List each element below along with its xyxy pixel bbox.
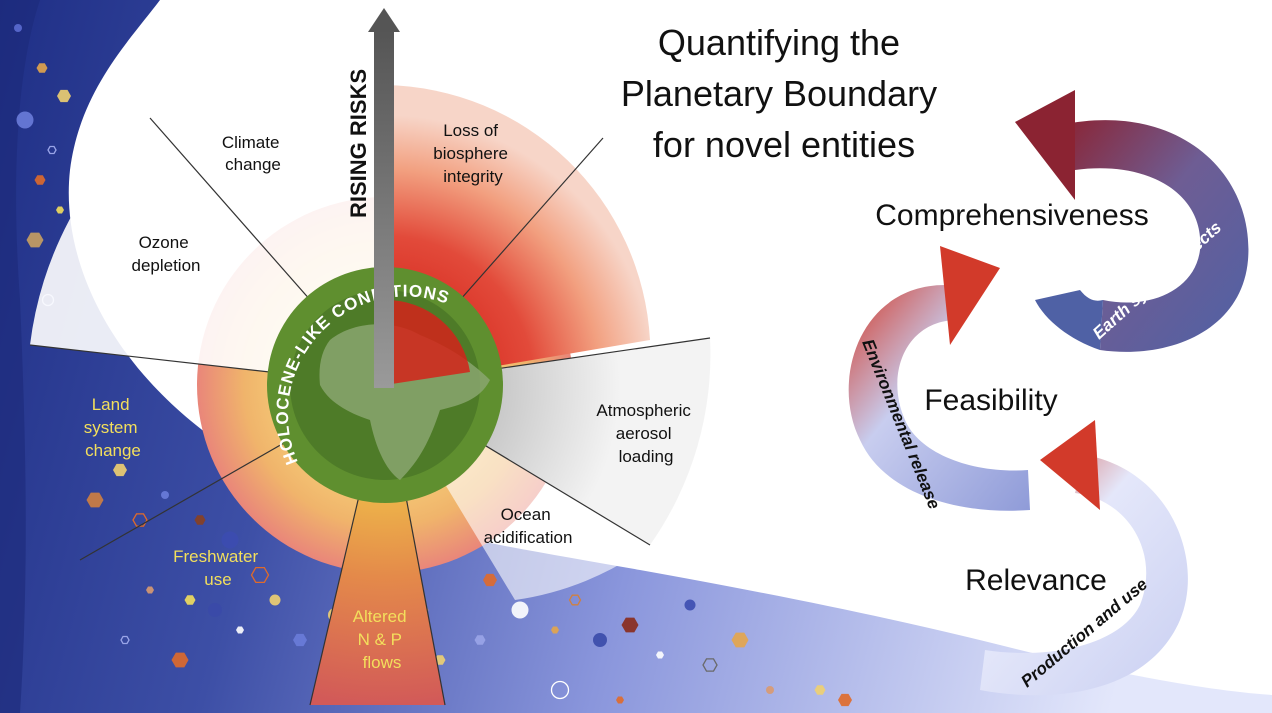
risk-arrow-shaft xyxy=(374,30,394,388)
particle xyxy=(511,601,529,619)
title-line-1: Quantifying the xyxy=(658,22,900,63)
freshwater-line-1: Freshwater xyxy=(173,547,258,566)
nitrogen-line-2: N & P xyxy=(358,630,402,649)
wedge-nitrogen xyxy=(310,385,445,705)
label-comprehensiveness: Comprehensiveness xyxy=(875,199,1148,232)
particle xyxy=(568,594,582,606)
label-relevance: Relevance xyxy=(965,564,1107,597)
risk-arrow-text: RISING RISKS xyxy=(346,69,371,218)
particle xyxy=(838,693,852,707)
arc-earth-system xyxy=(1060,120,1249,352)
particle xyxy=(702,658,718,672)
label-feasibility: Feasibility xyxy=(924,384,1057,417)
label-land: Land system change xyxy=(84,395,143,460)
particle xyxy=(616,696,624,704)
particle xyxy=(236,626,244,634)
particle xyxy=(194,515,206,525)
band-left-edge xyxy=(0,0,40,713)
aerosol-line-1: Atmospheric xyxy=(596,401,691,420)
label-aerosol: Atmospheric aerosol loading xyxy=(596,401,695,466)
climate-line-1: Climate xyxy=(222,133,280,152)
arc-production xyxy=(980,455,1188,696)
particle xyxy=(766,686,774,694)
title-line-2: Planetary Boundary xyxy=(621,73,937,114)
arc-earth-head xyxy=(1015,90,1075,200)
particle xyxy=(161,491,169,499)
title-line-3: for novel entities xyxy=(653,124,915,165)
particle xyxy=(551,626,559,634)
particle xyxy=(814,685,826,695)
land-line-2: system xyxy=(84,418,138,437)
diagram-title: Quantifying the Planetary Boundary for n… xyxy=(621,22,947,165)
biosphere-line-3: integrity xyxy=(443,167,503,186)
particle xyxy=(36,63,48,73)
particle xyxy=(550,680,570,700)
aerosol-line-3: loading xyxy=(619,447,674,466)
climate-line-2: change xyxy=(225,155,281,174)
biosphere-line-1: Loss of xyxy=(443,121,498,140)
particle xyxy=(120,635,130,645)
particle xyxy=(250,566,270,584)
ocean-line-1: Ocean xyxy=(501,505,551,524)
particle xyxy=(56,206,64,214)
particle xyxy=(171,652,189,668)
particle xyxy=(16,111,34,129)
arc-production-head xyxy=(1040,420,1100,510)
biosphere-line-2: biosphere xyxy=(433,144,508,163)
nitrogen-line-1: Altered xyxy=(353,607,407,626)
arc-environmental-head xyxy=(940,246,1000,345)
particle xyxy=(293,633,307,647)
particle xyxy=(593,633,607,647)
label-biosphere: Loss of biosphere integrity xyxy=(433,121,512,186)
particle xyxy=(113,463,127,477)
particle xyxy=(656,651,664,659)
label-ozone: Ozone depletion xyxy=(131,233,200,275)
particle xyxy=(86,492,104,508)
label-ocean: Ocean acidification xyxy=(484,505,573,547)
arc-environmental xyxy=(848,285,1030,511)
particle xyxy=(14,24,22,32)
label-freshwater: Freshwater use xyxy=(173,547,263,589)
particle xyxy=(57,89,71,103)
particle xyxy=(474,635,486,645)
particle xyxy=(621,617,639,633)
particle xyxy=(47,145,57,155)
ozone-line-2: depletion xyxy=(131,256,200,275)
biosphere-core xyxy=(385,299,470,385)
freshwater-line-2: use xyxy=(204,570,231,589)
risk-arrow-head xyxy=(368,8,400,32)
ozone-line-1: Ozone xyxy=(139,233,189,252)
label-nitrogen: Altered N & P flows xyxy=(353,607,412,672)
particle xyxy=(221,531,239,549)
nitrogen-line-3: flows xyxy=(363,653,402,672)
particle xyxy=(269,594,281,606)
particle xyxy=(208,603,222,617)
risk-arrow-label: RISING RISKS xyxy=(346,69,371,218)
particle xyxy=(184,595,196,605)
aerosol-line-2: aerosol xyxy=(616,424,672,443)
particle xyxy=(26,232,44,248)
particle xyxy=(71,168,85,182)
land-line-3: change xyxy=(85,441,141,460)
label-climate: Climate change xyxy=(222,133,284,174)
particle xyxy=(684,599,696,611)
ocean-line-2: acidification xyxy=(484,528,573,547)
particle xyxy=(146,586,154,594)
particle xyxy=(731,632,749,648)
particle xyxy=(34,175,46,185)
land-line-1: Land xyxy=(92,395,130,414)
arc-earth-tail xyxy=(1035,290,1103,350)
particle xyxy=(483,573,497,587)
particle xyxy=(132,513,148,527)
